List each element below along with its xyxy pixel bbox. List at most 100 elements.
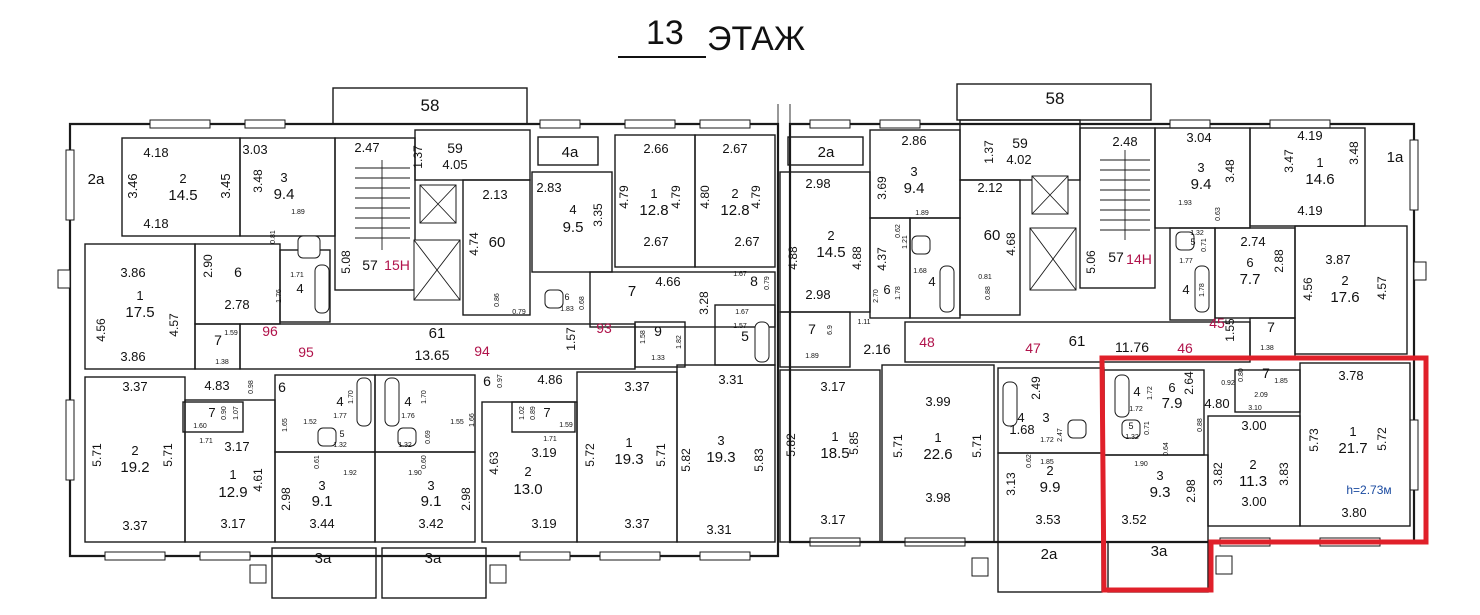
plan-label-240: 3: [1042, 410, 1049, 425]
plan-label-188: 57: [1108, 249, 1124, 265]
plan-label-193: 46: [1177, 340, 1193, 356]
plan-label-178: 1.37: [982, 140, 996, 164]
plan-label-168: 1.89: [915, 210, 929, 217]
plan-label-128: 0.97: [497, 374, 504, 388]
plan-label-117: 0.69: [425, 430, 432, 444]
plan-label-254: 7.9: [1162, 395, 1183, 412]
plan-label-264: 1.32: [1125, 434, 1139, 441]
plan-label-162: 1.11: [857, 319, 870, 326]
plan-label-244: 0.62: [1026, 454, 1033, 468]
plan-label-110: 2.98: [279, 487, 293, 511]
plan-label-99: 3.17: [220, 516, 245, 531]
plan-label-26: 0.79: [512, 309, 526, 316]
plan-label-206: 0.71: [1201, 238, 1208, 252]
plan-label-179: 59: [1012, 135, 1028, 151]
plan-label-7: 3.45: [218, 173, 233, 198]
plan-label-161: 6.9: [827, 325, 834, 335]
plan-label-200: 9.4: [1191, 176, 1212, 193]
plan-label-11: 3: [280, 170, 287, 185]
plan-label-76: 1.58: [640, 330, 647, 344]
plan-label-150: 5.83: [752, 448, 766, 472]
plan-label-29: 4: [569, 202, 576, 217]
plan-label-226: 3.17: [820, 379, 845, 394]
plan-label-164: 2.86: [901, 133, 926, 148]
plan-label-6: 14.5: [168, 187, 197, 204]
plan-label-105: 1.70: [348, 390, 355, 404]
plan-label-94: 1.71: [199, 438, 213, 445]
plan-label-118: 1.32: [398, 442, 412, 449]
plan-label-229: 18.5: [820, 445, 849, 462]
plan-label-272: 3.52: [1121, 512, 1146, 527]
plan-label-249: 3.53: [1035, 512, 1060, 527]
plan-label-243: 1.68: [1009, 422, 1034, 437]
plan-label-167: 9.4: [904, 180, 925, 197]
plan-label-100: 6: [278, 379, 286, 395]
plan-label-267: 0.64: [1163, 442, 1170, 456]
plan-label-78: 1.82: [676, 335, 683, 349]
plan-label-213: 1.78: [1199, 283, 1206, 297]
plan-label-252: 1.72: [1147, 386, 1154, 400]
plan-label-95: 3.17: [224, 439, 249, 454]
plan-label-256: 0.92: [1221, 380, 1235, 387]
plan-label-232: 3.99: [925, 394, 950, 409]
plan-label-275: 2: [1249, 457, 1256, 472]
plan-label-211: 1.77: [1179, 258, 1193, 265]
plan-label-133: 1.59: [559, 422, 573, 429]
plan-label-170: 4.37: [875, 247, 889, 271]
plan-label-71: 3.28: [697, 291, 711, 315]
plan-label-46: 17.5: [125, 304, 154, 321]
plan-label-120: 1.90: [408, 470, 422, 477]
plan-label-122: 9.1: [421, 493, 442, 510]
plan-label-224: 17.6: [1330, 289, 1359, 306]
plan-label-253: 6: [1168, 380, 1175, 395]
plan-label-126: 1.66: [469, 413, 476, 427]
plan-label-153: 2.98: [805, 176, 830, 191]
plan-label-219: 4.19: [1297, 203, 1322, 218]
plan-label-239: 4: [1017, 410, 1024, 425]
plan-label-30: 9.5: [563, 219, 584, 236]
plan-label-274: 3.82: [1211, 462, 1225, 486]
plan-label-172: 6: [883, 282, 890, 297]
plan-label-190: 47: [1025, 340, 1041, 356]
plan-label-75: 0.79: [764, 276, 771, 290]
plan-label-181: 2.12: [977, 180, 1002, 195]
plan-label-187: 5.06: [1084, 250, 1098, 274]
plan-label-255: 2.64: [1182, 371, 1196, 395]
plan-label-96: 1: [229, 467, 236, 482]
plan-label-131: 0.89: [530, 406, 537, 420]
plan-label-202: 1.93: [1178, 200, 1192, 207]
plan-label-89: 0.98: [248, 380, 255, 394]
plan-label-283: 5.72: [1375, 427, 1389, 451]
plan-label-205: 5: [1190, 237, 1195, 247]
plan-label-241: 1.72: [1040, 437, 1054, 444]
plan-label-82: 3.37: [122, 379, 147, 394]
plan-label-282: 21.7: [1338, 440, 1367, 457]
plan-label-111: 3: [318, 478, 325, 493]
plan-label-185: 0.88: [985, 286, 992, 300]
plan-label-67: 4.66: [655, 274, 680, 289]
highlighted-apartment-outline: [1099, 355, 1429, 593]
plan-label-157: 4.88: [850, 246, 864, 270]
plan-label-60: 61: [429, 325, 446, 342]
plan-label-62: 13.65: [414, 347, 449, 363]
plan-label-147: 5.82: [679, 448, 693, 472]
plan-label-286: 3а: [315, 550, 332, 567]
plan-label-91: 1.60: [193, 423, 207, 430]
plan-label-189: 14Н: [1126, 251, 1152, 267]
plan-label-257: 0.80: [1238, 368, 1245, 382]
plan-label-31: 3.35: [591, 203, 605, 227]
plan-label-41: 12.8: [720, 202, 749, 219]
plan-label-165: 3.69: [875, 176, 889, 200]
plan-label-160: 1.89: [805, 353, 819, 360]
plan-label-217: 14.6: [1305, 171, 1334, 188]
plan-label-70: 0.68: [579, 296, 586, 310]
plan-label-143: 19.3: [614, 451, 643, 468]
plan-label-69: 1.83: [560, 306, 574, 313]
plan-label-55: 1.76: [276, 289, 283, 303]
plan-label-186: 2.48: [1112, 134, 1137, 149]
plan-label-177: 48: [919, 334, 935, 350]
plan-label-21: 4.05: [442, 157, 467, 172]
plan-label-154: 4.88: [786, 246, 800, 270]
plan-label-34: 1: [650, 186, 657, 201]
plan-label-209: 7.7: [1240, 271, 1261, 288]
